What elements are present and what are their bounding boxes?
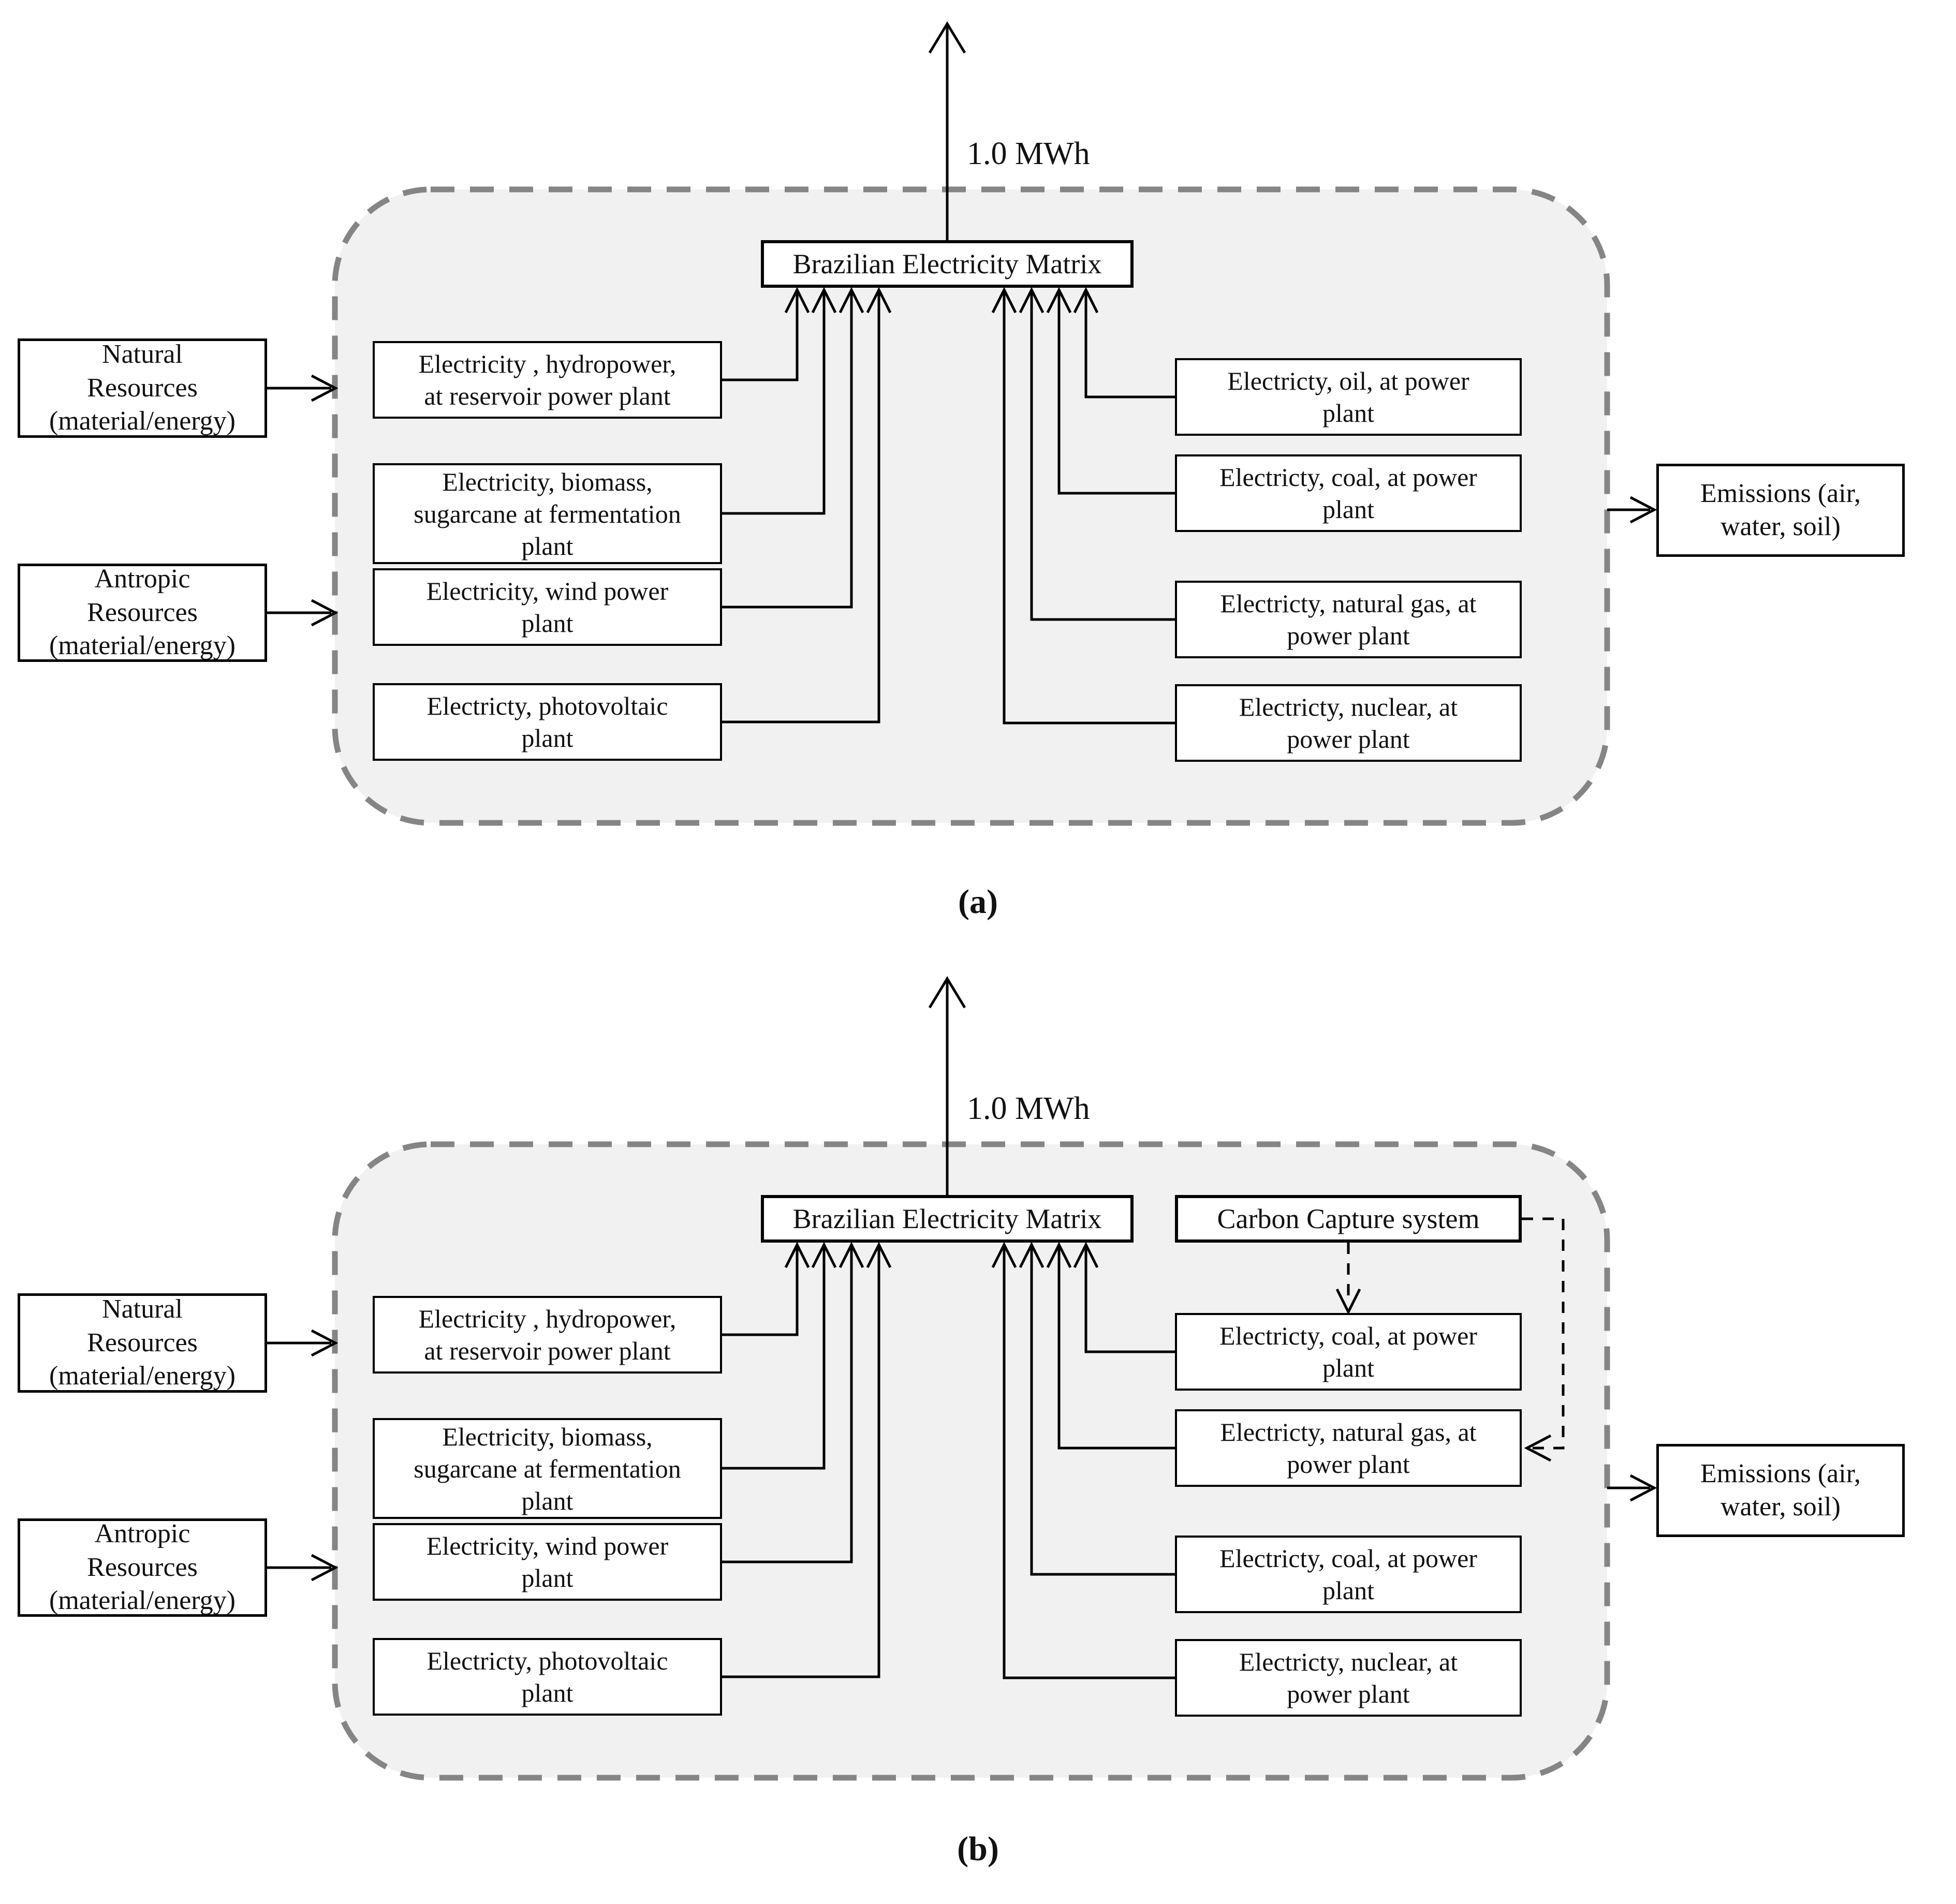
- arrowhead-up-icon: [784, 287, 810, 314]
- arrowhead-left-icon: [1524, 1434, 1552, 1462]
- arrowhead-right-icon: [311, 599, 339, 627]
- matrix-box: Brazilian Electricity Matrix: [761, 1195, 1134, 1243]
- arrowhead-right-icon: [311, 1329, 339, 1357]
- source-box-hydropower: Electricity , hydropower, at reservoir p…: [373, 1296, 722, 1374]
- source-box-coal: Electricty, coal, at power plant: [1175, 454, 1522, 532]
- source-box-natural-gas: Electricty, natural gas, at power plant: [1175, 1409, 1522, 1487]
- source-box-wind: Electricity, wind power plant: [373, 1523, 722, 1601]
- panel-b-label: (b): [957, 1830, 999, 1868]
- source-box-nuclear: Electricty, nuclear, at power plant: [1175, 684, 1522, 762]
- arrowhead-up-icon: [1073, 1242, 1099, 1268]
- carbon-capture-box: Carbon Capture system: [1175, 1195, 1522, 1243]
- arrowhead-up-icon: [991, 1242, 1017, 1268]
- source-box-wind: Electricity, wind power plant: [373, 568, 722, 646]
- emissions-box: Emissions (air, water, soil): [1656, 464, 1905, 557]
- arrowhead-down-icon: [1335, 1288, 1361, 1315]
- arrowhead-up-icon: [991, 287, 1017, 314]
- source-box-hydropower: Electricity , hydropower, at reservoir p…: [373, 341, 722, 419]
- carbon-capture-feedback-dashed: [1522, 1217, 1565, 1450]
- arrowhead-up-icon: [866, 287, 892, 314]
- arrowhead-up-icon: [1046, 287, 1072, 314]
- arrowhead-up-icon: [928, 976, 966, 1009]
- arrowhead-up-icon: [1019, 1242, 1045, 1268]
- antropic-resources-box: Antropic Resources (material/energy): [18, 1518, 267, 1617]
- arrowhead-up-icon: [1019, 287, 1045, 314]
- panel-a-label: (a): [958, 883, 998, 921]
- source-box-biomass: Electricity, biomass, sugarcane at ferme…: [373, 1418, 722, 1519]
- arrowhead-up-icon: [784, 1242, 810, 1268]
- functional-unit-label: 1.0 MWh: [967, 1091, 1090, 1126]
- panel-b: 1.0 MWh Brazilian Electricity Matrix Car…: [0, 955, 1956, 1904]
- source-box-biomass: Electricity, biomass, sugarcane at ferme…: [373, 463, 722, 564]
- emissions-box: Emissions (air, water, soil): [1656, 1444, 1905, 1537]
- natural-resources-box: Natural Resources (material/energy): [18, 1293, 267, 1393]
- panel-a: 1.0 MWh Brazilian Electricity Matrix Nat…: [18, 21, 1905, 921]
- source-box-photovoltaic: Electricty, photovoltaic plant: [373, 683, 722, 761]
- source-box-photovoltaic: Electricty, photovoltaic plant: [373, 1638, 722, 1716]
- arrowhead-right-icon: [311, 374, 339, 402]
- arrowhead-up-icon: [811, 1242, 837, 1268]
- source-box-coal: Electricty, coal, at power plant: [1175, 1536, 1522, 1613]
- functional-unit-label: 1.0 MWh: [967, 136, 1090, 171]
- arrowhead-up-icon: [866, 1242, 892, 1268]
- source-box-natural-gas: Electricty, natural gas, at power plant: [1175, 581, 1522, 658]
- arrowhead-up-icon: [928, 21, 966, 54]
- arrowhead-right-icon: [311, 1554, 339, 1582]
- matrix-box: Brazilian Electricity Matrix: [761, 240, 1134, 288]
- arrowhead-up-icon: [811, 287, 837, 314]
- arrowhead-right-icon: [1629, 496, 1657, 524]
- arrowhead-up-icon: [1073, 287, 1099, 314]
- antropic-resources-box: Antropic Resources (material/energy): [18, 564, 267, 662]
- source-box-coal-ccs: Electricty, coal, at power plant: [1175, 1313, 1522, 1391]
- source-box-nuclear: Electricty, nuclear, at power plant: [1175, 1639, 1522, 1717]
- arrowhead-up-icon: [839, 287, 864, 314]
- source-box-oil: Electricty, oil, at power plant: [1175, 358, 1522, 436]
- arrowhead-up-icon: [1046, 1242, 1072, 1268]
- arrowhead-up-icon: [839, 1242, 864, 1268]
- arrowhead-right-icon: [1629, 1474, 1657, 1502]
- natural-resources-box: Natural Resources (material/energy): [18, 338, 267, 438]
